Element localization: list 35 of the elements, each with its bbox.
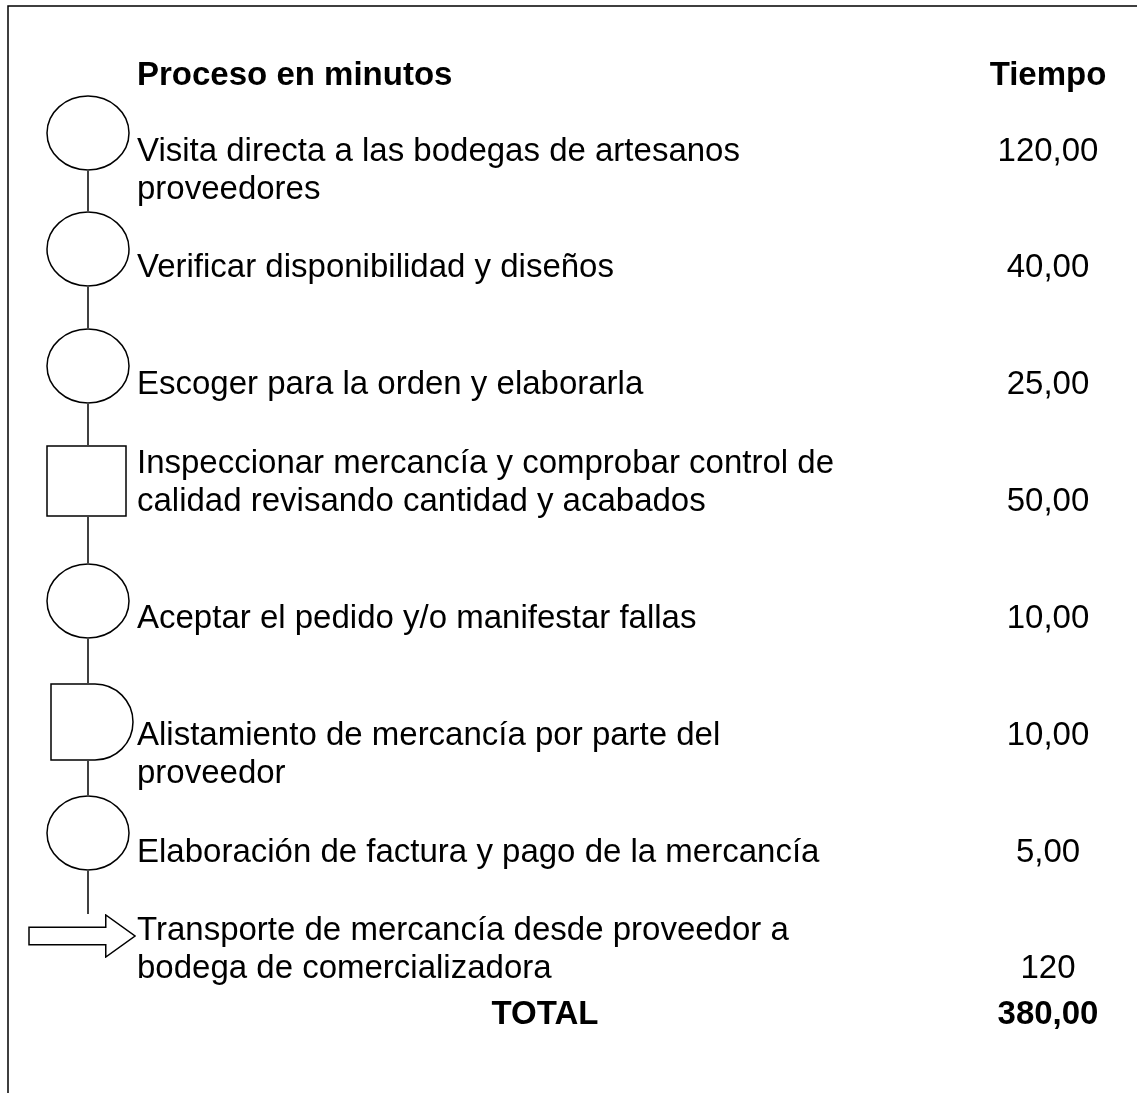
operation-circle [46,563,130,639]
operation-circle [46,211,130,287]
time-value: 40,00 [1005,247,1091,285]
step-description: Escoger para la orden y elaborarla [137,364,645,402]
transport-arrow [28,914,136,958]
time-value: 50,00 [1005,481,1091,519]
operation-circle [46,95,130,171]
connector-line [87,760,89,796]
column-header: Tiempo [988,55,1108,93]
step-description: Verificar disponibilidad y diseños [137,247,615,285]
delay-symbol [50,683,134,761]
operation-circle [46,795,130,871]
operation-circle [46,328,130,404]
step-description: Alistamiento de mercancía por parte del proveedor [137,715,722,791]
time-value: 5,00 [1014,832,1082,870]
total-label: TOTAL [490,994,600,1032]
inspection-square [46,445,127,517]
connector-line [87,286,89,329]
connector-line [87,170,89,212]
step-description: Visita directa a las bodegas de artesanos proveedores [137,131,741,207]
time-value: 10,00 [1005,715,1091,753]
step-description: Elaboración de factura y pago de la mercancía [137,832,821,870]
time-value: 25,00 [1005,364,1091,402]
connector-line [87,638,89,684]
time-value: 120 [1019,948,1077,986]
column-header: Proceso en minutos [137,55,454,93]
step-description: Aceptar el pedido y/o manifestar fallas [137,598,698,636]
connector-line [87,870,89,915]
step-description: Inspeccionar mercancía y comprobar control de calidad revisando cantidad y acabados [137,443,835,519]
total-value: 380,00 [996,994,1100,1032]
step-description: Transporte de mercancía desde proveedor a bodega de comercializadora [137,910,790,986]
connector-line [87,516,89,564]
connector-line [87,403,89,446]
time-value: 120,00 [996,131,1100,169]
time-value: 10,00 [1005,598,1091,636]
